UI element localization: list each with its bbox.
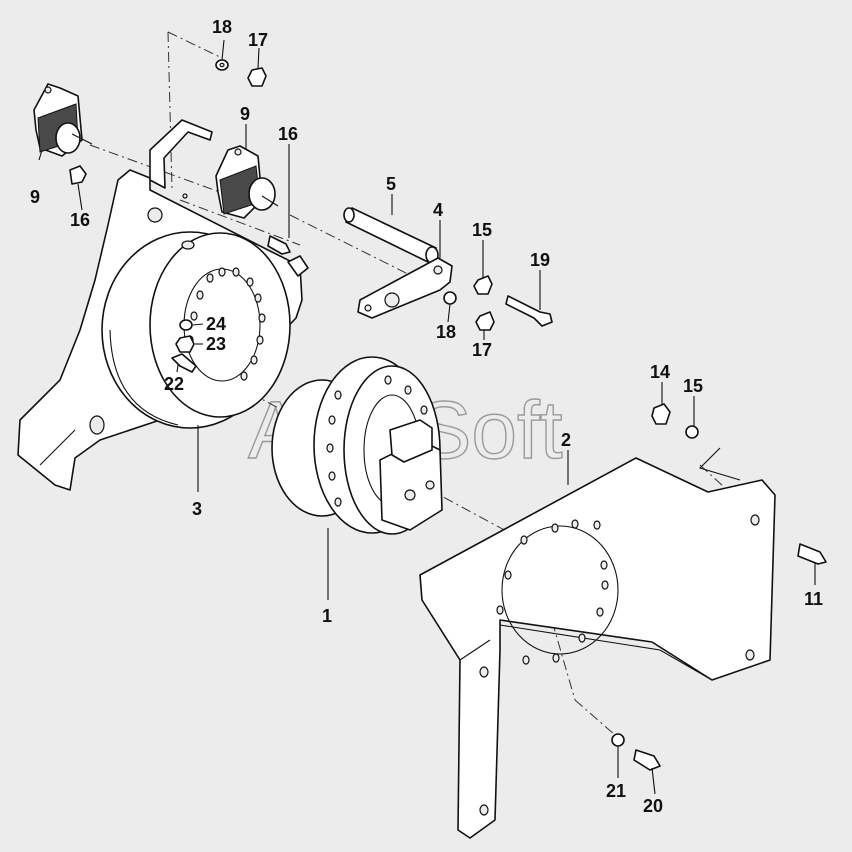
callout-14: 14 <box>650 362 670 382</box>
callout-15-upper: 15 <box>472 220 492 240</box>
bolt-19 <box>505 295 553 327</box>
callout-19: 19 <box>530 250 550 270</box>
fasteners <box>69 59 827 771</box>
gear-motor-part-1 <box>271 356 443 535</box>
callout-4: 4 <box>433 200 443 220</box>
callout-23: 23 <box>206 334 226 354</box>
tube-part-5 <box>343 207 439 264</box>
rubber-mount-part-9-right <box>215 145 279 219</box>
callout-22: 22 <box>164 374 184 394</box>
bolt-16-left <box>69 165 87 185</box>
motor-flange-holes <box>326 375 428 507</box>
callout-11: 11 <box>804 589 823 609</box>
nut-17-lower <box>475 311 495 331</box>
callout-16-right: 16 <box>278 124 298 144</box>
washer-18-lower <box>443 291 457 305</box>
bracket-bolt-holes <box>496 519 609 665</box>
callout-18-lower: 18 <box>436 322 456 342</box>
bolt-16-right <box>267 235 291 255</box>
nut-17-top <box>247 67 267 87</box>
drum-part-3 <box>101 231 291 429</box>
callout-9-left: 9 <box>30 187 40 207</box>
callout-18-top: 18 <box>212 17 232 37</box>
callout-15-right: 15 <box>683 376 703 396</box>
callout-16-left: 16 <box>70 210 90 230</box>
callout-3: 3 <box>192 499 202 519</box>
rubber-mount-part-9-left <box>33 83 93 157</box>
callout-5: 5 <box>386 174 396 194</box>
callout-20: 20 <box>643 796 663 816</box>
bolt-11 <box>797 543 827 565</box>
screw-22 <box>171 353 197 373</box>
callout-24: 24 <box>206 314 226 334</box>
callout-9-right: 9 <box>240 104 250 124</box>
plate-part-4 <box>357 257 453 319</box>
callout-17-lower: 17 <box>472 340 492 360</box>
drum-bolt-holes <box>186 267 266 381</box>
nut-14 <box>651 403 671 425</box>
washer-21 <box>611 733 625 747</box>
callout-2: 2 <box>561 430 571 450</box>
callout-17-top: 17 <box>248 30 268 50</box>
callout-1: 1 <box>322 606 332 626</box>
washer-24 <box>179 319 193 331</box>
nut-23 <box>175 335 195 353</box>
bracket-part-2 <box>419 457 776 839</box>
washer-15-right <box>685 425 699 439</box>
callout-labels: 18 17 9 16 9 16 5 4 15 19 18 17 24 23 22… <box>30 17 823 816</box>
bolt-20 <box>633 749 661 771</box>
nut-15-upper <box>473 275 493 295</box>
small-bracket <box>149 119 309 277</box>
leader-lines <box>38 39 816 795</box>
callout-21: 21 <box>606 781 626 801</box>
